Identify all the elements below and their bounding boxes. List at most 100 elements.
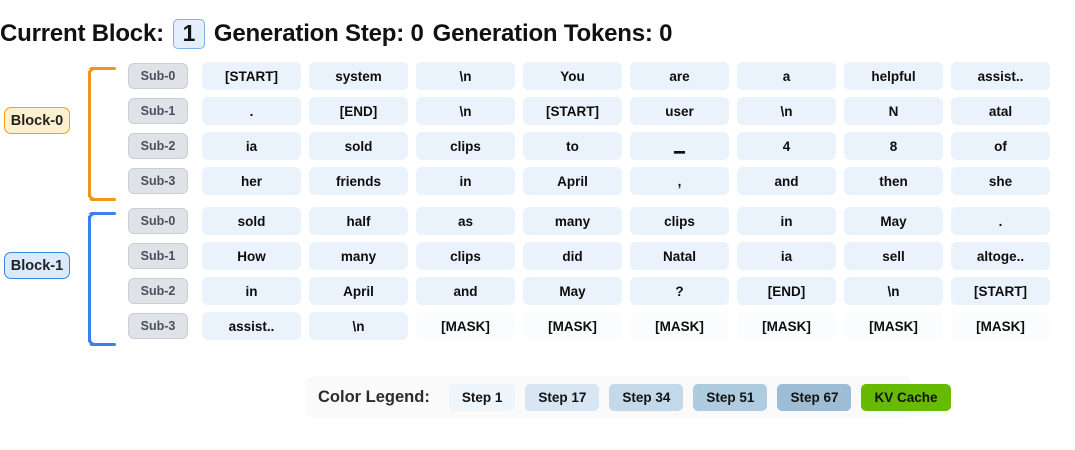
token-cell[interactable]: as [416, 207, 515, 235]
sub-row: Sub-3 assist.. \n [MASK] [MASK] [MASK] [… [128, 312, 1075, 340]
token-cell[interactable]: [START] [202, 62, 301, 90]
token-cell[interactable]: in [737, 207, 836, 235]
sub-label[interactable]: Sub-0 [128, 63, 188, 89]
token-cell-mask[interactable]: [MASK] [737, 312, 836, 340]
token-cell[interactable]: altoge.. [951, 242, 1050, 270]
token-cell-mask[interactable]: [MASK] [844, 312, 943, 340]
token-cell[interactable]: [END] [737, 277, 836, 305]
sub-row: Sub-1 . [END] \n [START] user \n N atal [128, 97, 1075, 125]
block-group-0: Block-0 Sub-0 [START] system \n You are … [0, 62, 1075, 205]
token-cell[interactable]: clips [416, 242, 515, 270]
generation-step-label: Generation Step: 0 [213, 20, 424, 47]
token-cell[interactable]: \n [416, 97, 515, 125]
token-cell[interactable]: sold [309, 132, 408, 160]
sub-label[interactable]: Sub-1 [128, 98, 188, 124]
sub-label[interactable]: Sub-2 [128, 278, 188, 304]
token-cell[interactable]: [END] [309, 97, 408, 125]
sub-row: Sub-3 her friends in April , and then sh… [128, 167, 1075, 195]
token-cell[interactable]: \n [737, 97, 836, 125]
token-cell-mask[interactable]: [MASK] [416, 312, 515, 340]
token-cell[interactable]: then [844, 167, 943, 195]
token-cell[interactable]: half [309, 207, 408, 235]
token-cell[interactable]: to [523, 132, 622, 160]
status-header: Current Block: 1 Generation Step: 0 Gene… [0, 16, 681, 52]
token-cell[interactable]: a [737, 62, 836, 90]
sub-row: Sub-2 ia sold clips to ▁ 4 8 of [128, 132, 1075, 160]
token-cell[interactable]: did [523, 242, 622, 270]
color-legend: Color Legend: Step 1 Step 17 Step 34 Ste… [305, 376, 951, 418]
sub-row: Sub-2 in April and May ? [END] \n [START… [128, 277, 1075, 305]
sub-row: Sub-0 sold half as many clips in May . [128, 207, 1075, 235]
sub-label[interactable]: Sub-1 [128, 243, 188, 269]
token-cell[interactable]: . [951, 207, 1050, 235]
legend-chip-step-34: Step 34 [609, 383, 684, 411]
token-cell[interactable]: You [523, 62, 622, 90]
token-cell[interactable]: clips [416, 132, 515, 160]
token-cell[interactable]: assist.. [951, 62, 1050, 90]
current-block-label: Current Block: [0, 20, 164, 47]
token-cell[interactable]: clips [630, 207, 729, 235]
token-cell[interactable]: , [630, 167, 729, 195]
block-group-1: Block-1 Sub-0 sold half as many clips in… [0, 207, 1075, 350]
token-cell[interactable]: sell [844, 242, 943, 270]
token-cell[interactable]: \n [416, 62, 515, 90]
token-cell[interactable]: many [309, 242, 408, 270]
token-cell[interactable]: user [630, 97, 729, 125]
legend-chip-kv-cache: KV Cache [861, 383, 951, 411]
token-cell[interactable]: helpful [844, 62, 943, 90]
token-cell[interactable]: May [523, 277, 622, 305]
token-cell[interactable]: in [202, 277, 301, 305]
token-cell[interactable]: ia [202, 132, 301, 160]
token-cell[interactable]: Natal [630, 242, 729, 270]
token-cell[interactable]: she [951, 167, 1050, 195]
sub-row: Sub-1 How many clips did Natal ia sell a… [128, 242, 1075, 270]
token-cell-mask[interactable]: [MASK] [630, 312, 729, 340]
token-cell[interactable]: April [523, 167, 622, 195]
legend-chip-step-17: Step 17 [525, 383, 600, 411]
token-cell-mask[interactable]: [MASK] [951, 312, 1050, 340]
token-cell[interactable]: and [416, 277, 515, 305]
token-cell[interactable]: her [202, 167, 301, 195]
token-grid: Block-0 Sub-0 [START] system \n You are … [0, 62, 1075, 352]
token-cell[interactable]: friends [309, 167, 408, 195]
token-cell[interactable]: atal [951, 97, 1050, 125]
token-cell[interactable]: 4 [737, 132, 836, 160]
current-block-value-badge: 1 [172, 18, 205, 50]
block-bracket-1 [88, 212, 116, 346]
color-legend-title: Color Legend: [318, 387, 430, 406]
token-cell[interactable]: \n [844, 277, 943, 305]
token-cell[interactable]: in [416, 167, 515, 195]
sub-label[interactable]: Sub-3 [128, 313, 188, 339]
legend-chip-step-1: Step 1 [448, 383, 516, 411]
token-cell[interactable]: ? [630, 277, 729, 305]
legend-chip-step-51: Step 51 [693, 383, 768, 411]
token-cell[interactable]: ▁ [630, 132, 729, 160]
token-cell[interactable]: How [202, 242, 301, 270]
block-label-0: Block-0 [4, 107, 70, 134]
token-cell[interactable]: and [737, 167, 836, 195]
token-cell[interactable]: N [844, 97, 943, 125]
token-cell[interactable]: system [309, 62, 408, 90]
token-cell[interactable]: [START] [523, 97, 622, 125]
block-bracket-0 [88, 67, 116, 201]
sub-label[interactable]: Sub-3 [128, 168, 188, 194]
token-cell[interactable]: [START] [951, 277, 1050, 305]
token-cell[interactable]: ia [737, 242, 836, 270]
sub-row: Sub-0 [START] system \n You are a helpfu… [128, 62, 1075, 90]
token-cell[interactable]: are [630, 62, 729, 90]
generation-tokens-label: Generation Tokens: 0 [432, 20, 673, 47]
token-cell[interactable]: of [951, 132, 1050, 160]
token-cell[interactable]: 8 [844, 132, 943, 160]
token-cell[interactable]: . [202, 97, 301, 125]
token-cell[interactable]: assist.. [202, 312, 301, 340]
sub-label[interactable]: Sub-2 [128, 133, 188, 159]
token-cell[interactable]: sold [202, 207, 301, 235]
token-cell[interactable]: April [309, 277, 408, 305]
token-cell[interactable]: May [844, 207, 943, 235]
token-cell-mask[interactable]: [MASK] [523, 312, 622, 340]
sub-label[interactable]: Sub-0 [128, 208, 188, 234]
block-label-1: Block-1 [4, 252, 70, 279]
token-cell[interactable]: \n [309, 312, 408, 340]
token-cell[interactable]: many [523, 207, 622, 235]
legend-chip-step-67: Step 67 [777, 383, 852, 411]
